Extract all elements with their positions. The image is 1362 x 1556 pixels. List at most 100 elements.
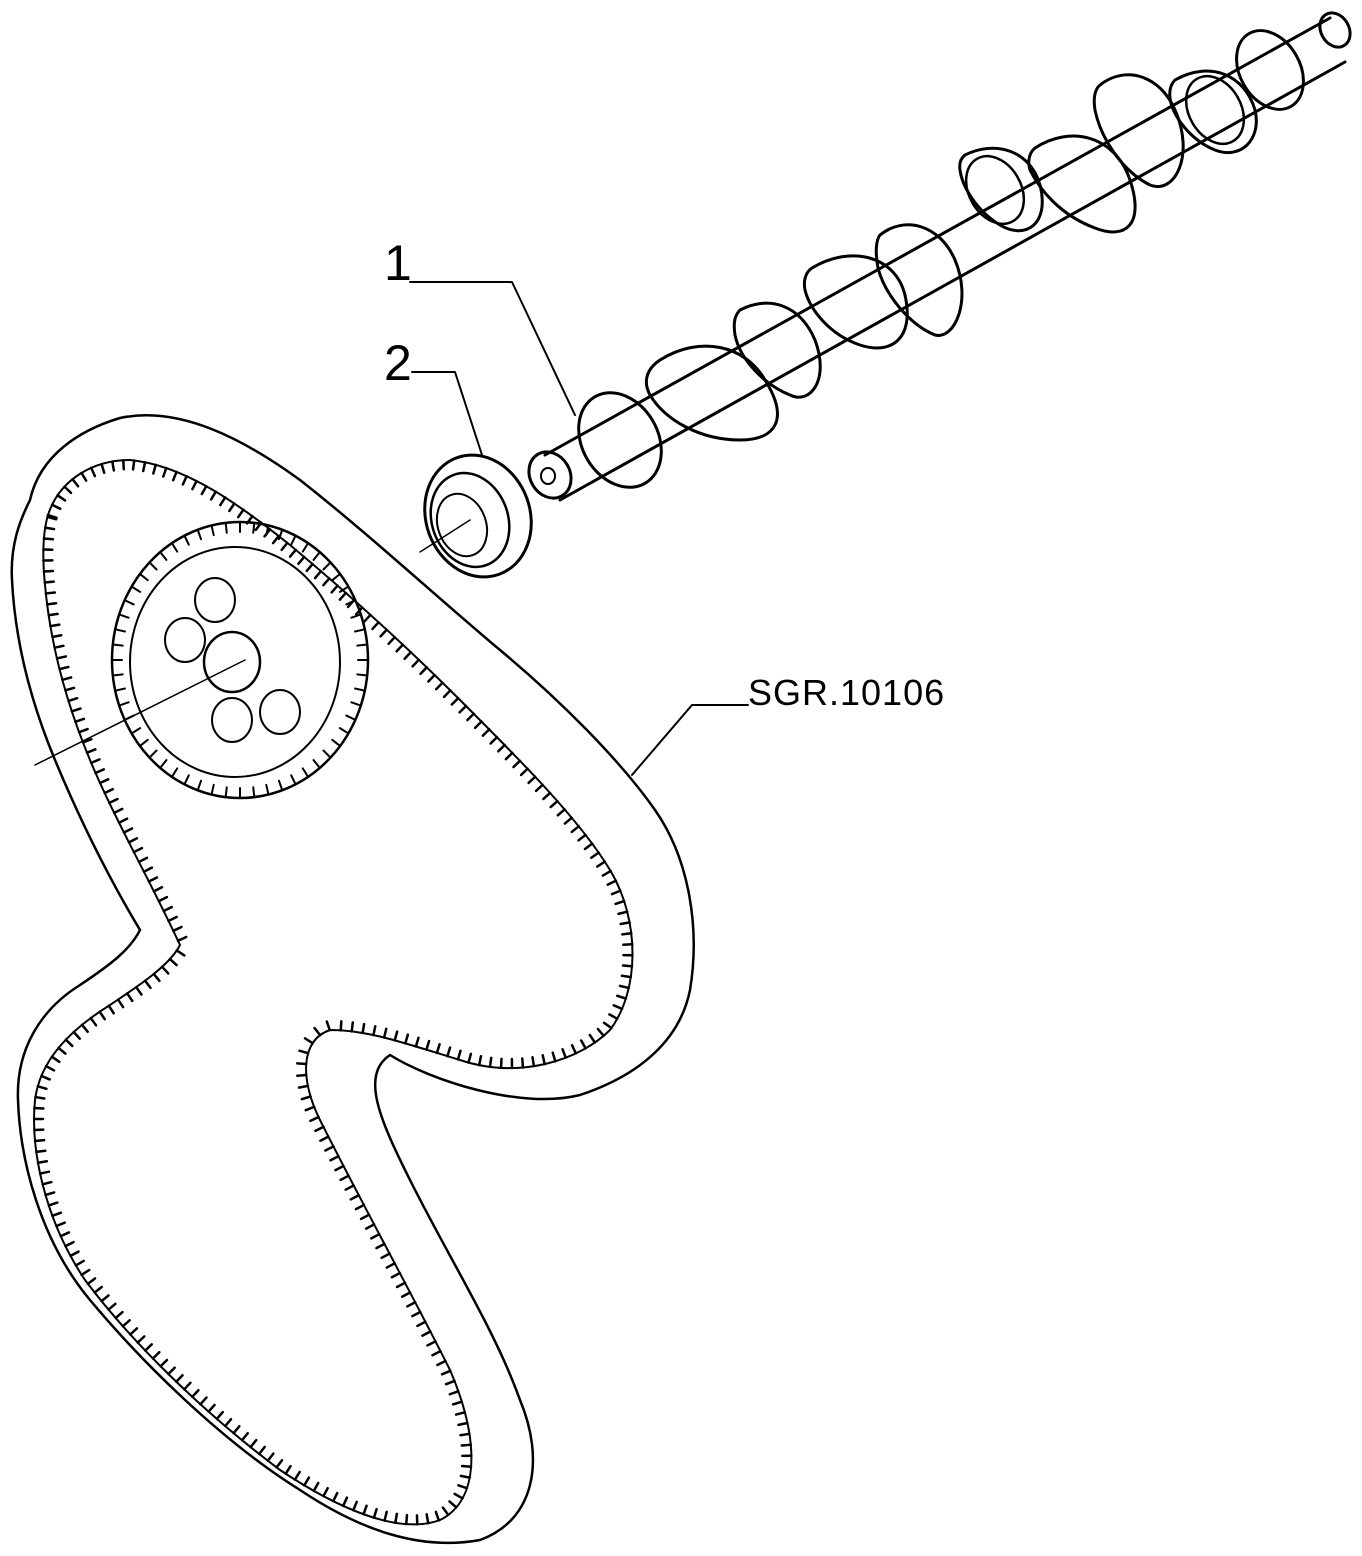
leader-line-ref [632, 705, 748, 775]
belt-tooth [295, 1472, 300, 1480]
belt-tooth [217, 1412, 223, 1419]
belt-tooth [501, 1059, 502, 1068]
belt-tooth [428, 675, 434, 681]
belt-tooth [43, 1182, 52, 1184]
belt-tooth [277, 1460, 282, 1467]
belt-tooth [173, 472, 176, 480]
belt-tooth [343, 1498, 347, 1506]
belt-tooth [443, 1508, 448, 1515]
belt-tooth [192, 481, 196, 489]
belt-tooth [82, 1270, 90, 1275]
belt-tooth [468, 1054, 470, 1063]
belt-tooth [70, 1252, 78, 1256]
belt-tooth [364, 615, 370, 622]
belt-tooth [41, 1076, 49, 1079]
belt-tooth [145, 981, 150, 988]
belt-tooth [59, 1048, 66, 1054]
belt-tooth [479, 1056, 481, 1065]
belt-tooth [436, 683, 442, 689]
belt-outer-edge [12, 415, 694, 1543]
belt-tooth [44, 539, 53, 540]
belt-tooth [452, 698, 458, 704]
camshaft-body-bottom-line [560, 62, 1345, 500]
camshaft-journal-3 [1174, 66, 1255, 154]
belt-tooth [91, 1018, 96, 1025]
belt-tooth [475, 722, 481, 728]
cam-lobe-6 [1029, 136, 1135, 232]
pulley-tooth [160, 760, 166, 768]
pulley-tooth [119, 702, 128, 705]
belt-tooth [211, 492, 216, 500]
belt-tooth [376, 1244, 384, 1248]
belt-tooth [442, 1371, 450, 1375]
belt-tooth [177, 950, 185, 955]
belt-tooth [91, 468, 95, 476]
belt-tooth [608, 881, 616, 885]
belt-tooth [46, 1066, 54, 1070]
belt-tooth [327, 1022, 330, 1030]
belt-tooth [352, 1022, 353, 1031]
belt-tooth [407, 1302, 415, 1306]
belt-tooth [297, 1075, 306, 1076]
belt-tooth [323, 1488, 327, 1496]
callout-item-1: 1 [384, 238, 412, 288]
belt-tooth [100, 1012, 105, 1019]
belt-tooth [127, 993, 132, 1000]
belt-tooth [498, 745, 504, 751]
belt-tooth [458, 1051, 461, 1060]
belt-tooth [69, 698, 78, 701]
pulley-tooth [226, 787, 227, 797]
belt-tooth [200, 1398, 206, 1405]
leader-line-1 [410, 282, 575, 415]
pulley-tooth [291, 536, 295, 545]
belt-tooth [164, 907, 172, 911]
belt-tooth [381, 630, 387, 637]
pulley-tooth [132, 587, 140, 592]
pulley-tooth [149, 751, 156, 758]
belt-tooth [490, 1058, 491, 1067]
belt-tooth [444, 690, 450, 696]
belt-tooth [168, 1368, 174, 1374]
pulley-tooth [198, 530, 201, 539]
pulley-tooth [198, 781, 201, 790]
belt-tooth [87, 749, 95, 752]
pulley-tooth [332, 740, 340, 746]
belt-tooth [65, 688, 74, 691]
belt-tooth [453, 1402, 462, 1405]
belt-tooth [603, 871, 611, 876]
pulley-tooth [303, 543, 308, 551]
belt-tooth [622, 933, 631, 934]
belt-tooth [529, 777, 536, 783]
belt-tooth [551, 801, 558, 807]
belt-tooth [456, 1412, 465, 1414]
pulley-tooth [357, 674, 367, 675]
belt-tooth [491, 737, 497, 743]
belt-tooth [437, 1361, 445, 1365]
belt-tooth [620, 986, 629, 988]
belt-tooth [405, 1035, 408, 1044]
belt-tooth [572, 1045, 576, 1053]
belt-tooth [617, 996, 626, 999]
oil-seal [408, 440, 548, 592]
belt-tooth [202, 486, 206, 494]
belt-tooth [307, 564, 313, 571]
belt-tooth [143, 462, 145, 471]
belt-tooth [346, 1186, 354, 1190]
belt-tooth [124, 828, 132, 832]
belt-tooth [536, 785, 543, 791]
belt-tooth [34, 1108, 43, 1109]
belt-tooth [286, 1466, 291, 1474]
pulley-tooth [184, 536, 188, 545]
belt-tooth [460, 706, 466, 712]
pulley-tooth [113, 674, 123, 675]
belt-tooth [622, 976, 631, 977]
belt-tooth [372, 622, 378, 629]
belt-tooth [614, 1005, 622, 1009]
belt-tooth [315, 571, 321, 578]
belt-tooth [333, 1493, 337, 1501]
belt-tooth [363, 1024, 365, 1033]
belt-tooth [149, 877, 157, 881]
belt-tooth [100, 779, 108, 783]
belt-tooth [565, 818, 572, 824]
belt-tooth [543, 1055, 545, 1064]
